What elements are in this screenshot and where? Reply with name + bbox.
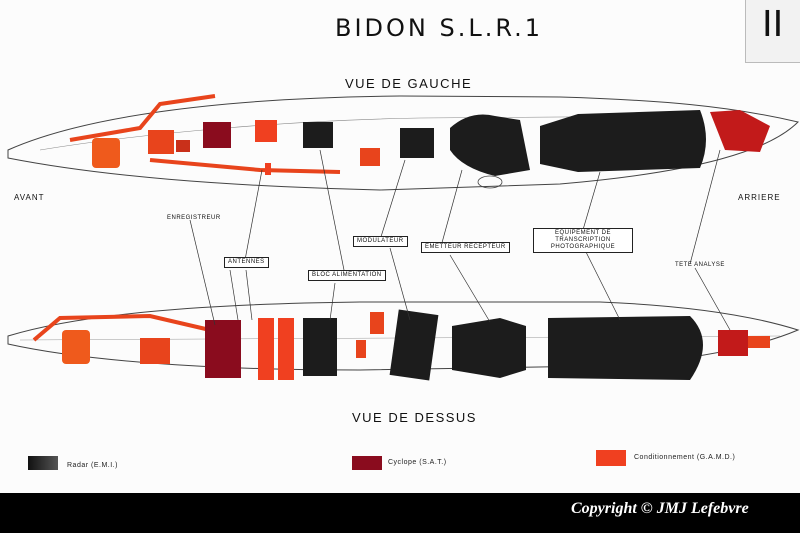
connector-antennas-b [244, 169, 263, 261]
connector-lines [189, 149, 731, 331]
connector-transceiver-b [449, 254, 491, 323]
side-valve-small [176, 140, 190, 152]
side-conditioning-box-2 [360, 148, 380, 166]
top-conditioning-box-1 [258, 318, 274, 380]
legend-label-conditioning: Conditionnement (G.A.M.D.) [634, 454, 736, 461]
connector-analysis-a [689, 149, 721, 265]
legend-label-radar: Radar (E.M.I.) [67, 462, 118, 469]
top-radar-box-2 [389, 309, 439, 381]
top-analysis-connector [748, 336, 770, 348]
rear-label: ARRIERE [738, 193, 781, 202]
label-power-block: BLOC ALIMENTATION [308, 270, 386, 281]
side-plumbing [69, 94, 216, 142]
connector-power-b [329, 282, 336, 321]
side-cyclope-box-1 [203, 122, 231, 148]
top-valve-block [140, 338, 170, 364]
side-pod-outline [7, 95, 799, 191]
label-photo-equipment: EQUIPEMENT DE TRANSCRIPTION PHOTOGRAPHIQ… [533, 228, 633, 253]
front-label: AVANT [14, 193, 45, 202]
legend-label-cyclope: Cyclope (S.A.T.) [388, 459, 447, 466]
legend-swatch-conditioning [596, 450, 626, 466]
side-tank [92, 138, 120, 168]
side-view-title: VUE DE GAUCHE [345, 76, 473, 91]
top-conditioning-box-3 [370, 312, 384, 334]
connector-transceiver-a [439, 169, 463, 251]
label-antennas: ANTENNES [224, 257, 269, 268]
top-view-pod [7, 301, 800, 381]
legend-swatch-radar [28, 456, 58, 470]
page-tab [745, 0, 800, 63]
top-cyclope-box [205, 320, 241, 378]
side-analysis-head [710, 110, 770, 152]
side-conditioning-pipe [265, 163, 271, 175]
top-pod-outline [7, 301, 800, 371]
top-radar-modulator [452, 318, 526, 378]
top-conditioning-box-2 [278, 318, 294, 380]
label-analysis-head: TETE ANALYSE [675, 262, 725, 268]
copyright-notice: Copyright © JMJ Lefebvre [571, 500, 749, 517]
side-conditioning-box-1 [255, 120, 277, 142]
side-valve-block [148, 130, 174, 154]
connector-power-a [319, 149, 346, 276]
side-photo-equipment [540, 110, 706, 172]
connector-antennas-c [245, 269, 253, 321]
page-marker: II [762, 4, 784, 45]
connector-modulator-b [389, 247, 411, 321]
bottom-bar [0, 493, 800, 533]
top-tank [62, 330, 90, 364]
connector-photo-b [584, 249, 621, 321]
connector-antennas-a [229, 269, 239, 321]
legend-swatch-cyclope [352, 456, 382, 470]
connector-analysis-b [694, 267, 731, 331]
label-transceiver: EMETTEUR RECEPTEUR [421, 242, 510, 253]
side-fin [477, 175, 503, 189]
top-analysis-head [718, 330, 748, 356]
top-photo-equipment [548, 316, 703, 380]
connector-recorder [189, 219, 216, 326]
top-radar-box-1 [303, 318, 337, 376]
diagram-title: BIDON S.L.R.1 [335, 14, 544, 42]
connector-modulator-a [379, 159, 406, 241]
side-radar-box-1 [303, 122, 333, 148]
side-radar-modulator [450, 114, 530, 176]
side-pod-inner-line [39, 115, 701, 151]
label-modulator: MODULATEUR [353, 236, 408, 247]
top-view-title: VUE DE DESSUS [352, 410, 477, 425]
side-pipe-lower [149, 158, 341, 174]
top-plumbing [32, 313, 211, 342]
label-recorder: ENREGISTREUR [167, 215, 221, 221]
side-radar-box-2 [400, 128, 434, 158]
side-view-pod [7, 94, 799, 191]
top-conditioning-box-4 [356, 340, 366, 358]
